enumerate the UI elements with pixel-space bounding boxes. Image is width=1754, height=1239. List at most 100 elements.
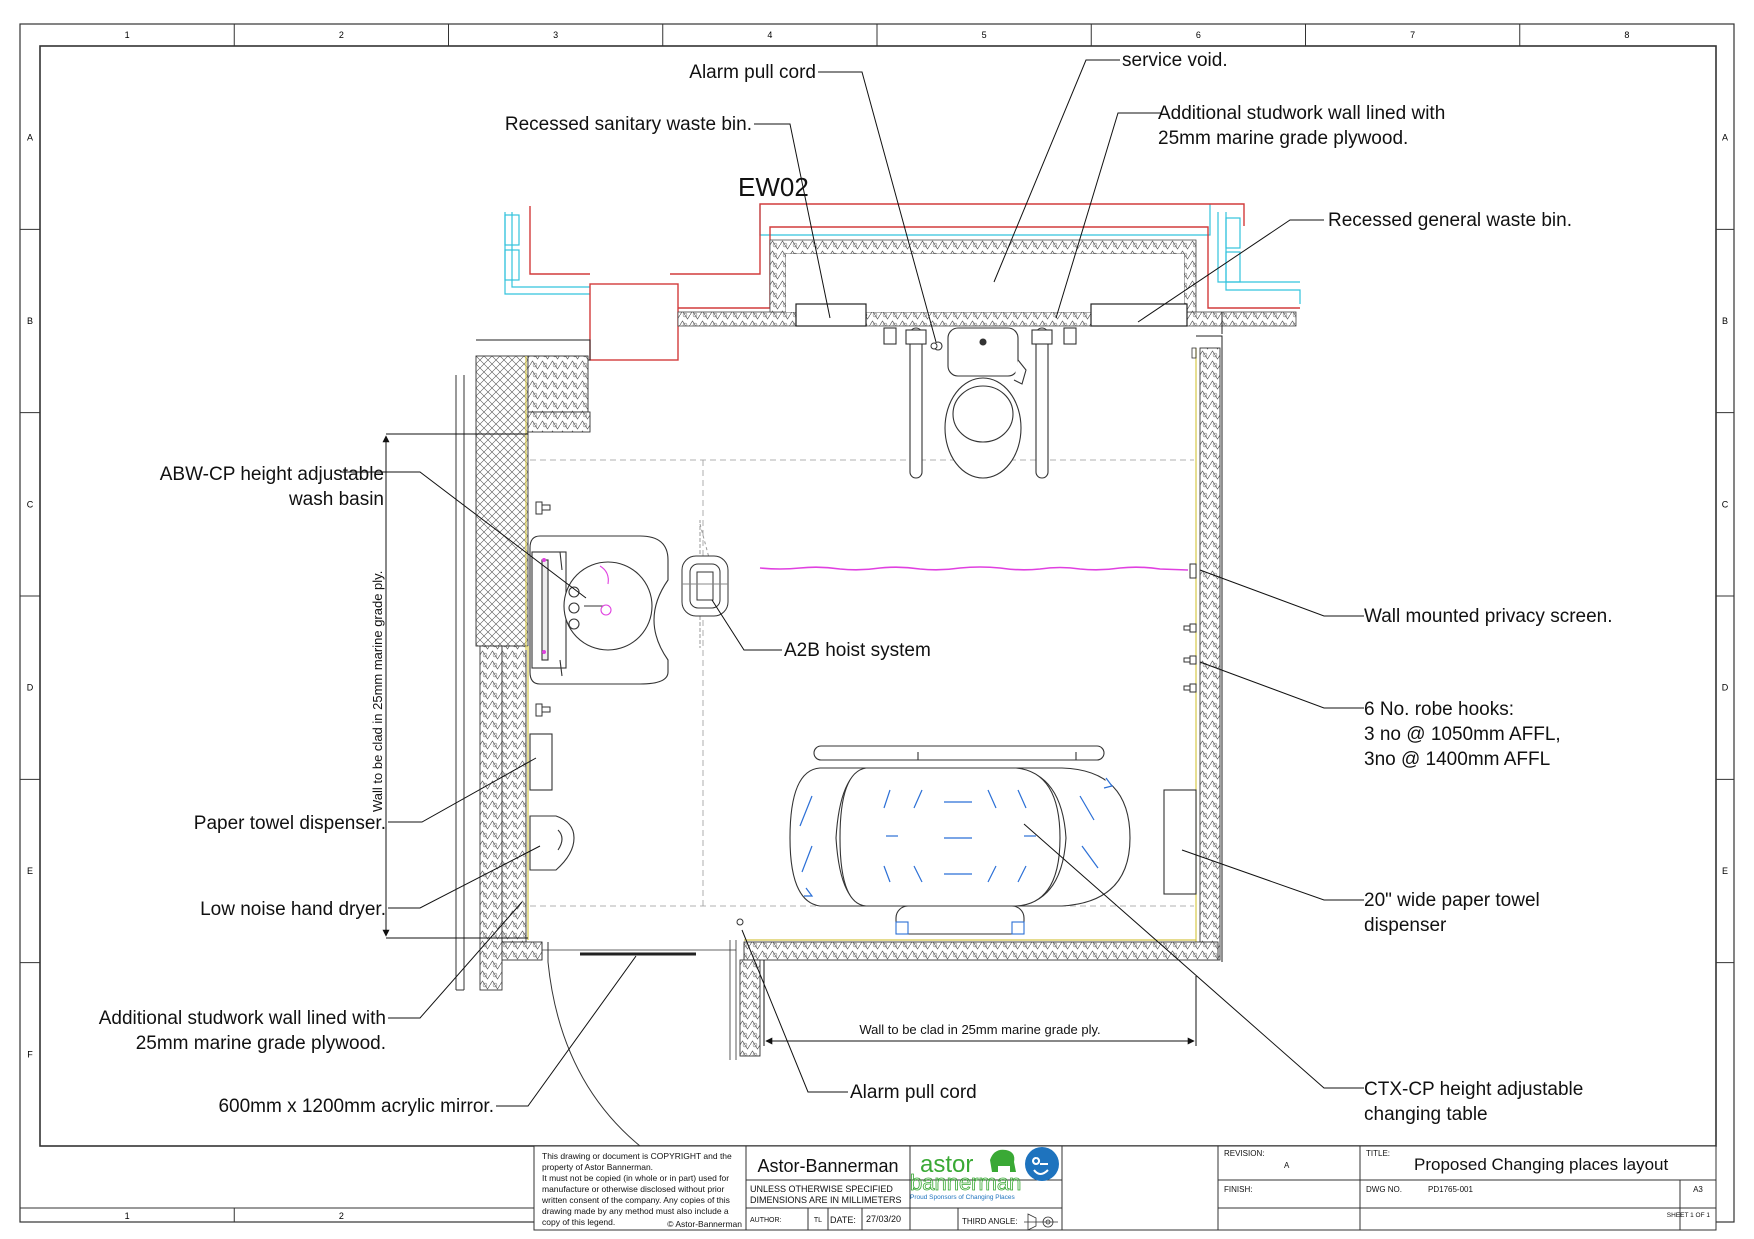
company-name: Astor-Bannerman: [757, 1156, 898, 1176]
copyright-line-2: property of Astor Bannerman.: [542, 1162, 653, 1172]
row-label-right-B: B: [1722, 316, 1728, 326]
label-alarm-pull-cord-top: Alarm pull cord: [689, 62, 816, 83]
copyright-mark: © Astor-Bannerman: [667, 1219, 742, 1229]
label-studwork-top-line1: Additional studwork wall lined with: [1158, 103, 1445, 124]
column-label-6: 6: [1196, 30, 1201, 40]
general-waste-bin: [1090, 303, 1188, 327]
row-label-right-D: D: [1722, 683, 1729, 693]
label-studwork-top-line2: 25mm marine grade plywood.: [1158, 128, 1408, 149]
bottom-wall: [729, 939, 1219, 1060]
entrance-door: [541, 942, 736, 1147]
label-privacy-screen: Wall mounted privacy screen.: [1364, 606, 1613, 627]
wash-basin: [529, 535, 669, 685]
leader-lines: [340, 59, 1364, 1107]
wc-pan: [944, 327, 1027, 479]
label-studwork-left-line1: Additional studwork wall lined with: [99, 1008, 386, 1029]
label-alarm-pull-cord-bottom: Alarm pull cord: [850, 1082, 977, 1103]
finish-label: FINISH:: [1224, 1185, 1252, 1194]
left-wall-additional-studwork: [501, 645, 527, 943]
author-value: TL: [814, 1217, 822, 1224]
label-robe-hooks-line1: 6 No. robe hooks:: [1364, 699, 1514, 720]
copyright-line-7: copy of this legend.: [542, 1217, 615, 1227]
logo-word-bannerman: bannerman: [910, 1170, 1021, 1195]
third-angle-projection-icon: [1024, 1213, 1058, 1231]
label-changing-table-line1: CTX-CP height adjustable: [1364, 1079, 1583, 1100]
label-wash-basin-line2: wash basin: [288, 489, 384, 510]
robe-hooks: [1183, 623, 1197, 693]
dimension-vertical: [382, 433, 528, 939]
copyright-line-5: written consent of the company. Any copi…: [541, 1195, 730, 1205]
row-label-left-D: D: [27, 683, 34, 693]
privacy-screen: [759, 566, 1189, 571]
a2b-hoist: [681, 520, 729, 648]
changing-table: [789, 745, 1131, 935]
column-label-5: 5: [982, 30, 987, 40]
row-label-right-E: E: [1722, 866, 1728, 876]
elephant-icon: [990, 1149, 1016, 1172]
row-grid: A A B B C C D D E E F: [20, 133, 1734, 1059]
label-hoist: A2B hoist system: [784, 640, 931, 661]
copyright-line-3: It must not be copied (in whole or in pa…: [542, 1173, 729, 1183]
label-robe-hooks-line3: 3no @ 1400mm AFFL: [1364, 749, 1550, 770]
wall-clad-horizontal-label: Wall to be clad in 25mm marine grade ply…: [859, 1022, 1100, 1037]
sheet-size: A3: [1693, 1185, 1703, 1194]
dwg-no-value: PD1765-001: [1428, 1185, 1473, 1194]
alarm-pull-cord-bottom-point: [736, 918, 744, 926]
label-paper-towel-dispenser: Paper towel dispenser.: [194, 813, 386, 834]
dimensions-note-2: DIMENSIONS ARE IN MILLIMETERS: [750, 1195, 902, 1205]
column-label-bottom-2: 2: [339, 1211, 344, 1221]
door-jamb-right: [739, 959, 761, 1057]
wall-fixtures-left: [535, 501, 551, 717]
title-label: TITLE:: [1366, 1149, 1390, 1158]
logo-word-astor: astor: [920, 1151, 973, 1178]
row-label-left-A: A: [27, 133, 33, 143]
label-wash-basin-line1: ABW-CP height adjustable: [160, 464, 384, 485]
row-label-left-E: E: [27, 866, 33, 876]
label-service-void: service void.: [1122, 50, 1228, 71]
label-towel-20in-line2: dispenser: [1364, 915, 1447, 936]
row-label-right-C: C: [1722, 499, 1729, 509]
left-wall-studwork-upper: [475, 355, 529, 647]
sanitary-waste-bin: [795, 303, 867, 327]
column-label-2: 2: [339, 30, 344, 40]
label-studwork-left-line2: 25mm marine grade plywood.: [136, 1033, 386, 1054]
column-label-7: 7: [1410, 30, 1415, 40]
row-label-left-B: B: [27, 316, 33, 326]
drawing-title: Proposed Changing places layout: [1414, 1155, 1669, 1174]
wall-red-lines: [529, 203, 1300, 361]
dwg-no-label: DWG NO.: [1366, 1185, 1402, 1194]
column-label-8: 8: [1624, 30, 1629, 40]
label-robe-hooks-line2: 3 no @ 1050mm AFFL,: [1364, 724, 1561, 745]
label-hand-dryer: Low noise hand dryer.: [200, 899, 386, 920]
service-void: [786, 254, 1184, 312]
title-block: This drawing or document is COPYRIGHT an…: [533, 1145, 1717, 1231]
copyright-line-6: drawing made by any method must also inc…: [542, 1206, 729, 1216]
author-label: AUTHOR:: [750, 1217, 782, 1224]
revision-value: A: [1284, 1161, 1290, 1170]
grab-rails: [883, 327, 1077, 479]
paper-towel-dispenser: [529, 733, 553, 791]
date-value: 27/03/20: [866, 1214, 901, 1224]
label-sanitary-waste-bin: Recessed sanitary waste bin.: [505, 114, 752, 135]
elevation-tag: EW02: [738, 172, 809, 202]
exterior-wall-top: [504, 203, 1301, 361]
label-towel-20in-line1: 20" wide paper towel: [1364, 890, 1540, 911]
column-label-1: 1: [125, 30, 130, 40]
sheet-number: SHEET 1 OF 1: [1667, 1212, 1711, 1219]
towel-dispenser-20in: [1163, 789, 1197, 895]
row-label-left-C: C: [27, 499, 34, 509]
privacy-screen-bracket: [1189, 563, 1197, 579]
copyright-line-1: This drawing or document is COPYRIGHT an…: [542, 1151, 732, 1161]
callout-labels: Alarm pull cord service void. Recessed s…: [99, 50, 1613, 1125]
label-general-waste-bin: Recessed general waste bin.: [1328, 210, 1572, 231]
column-label-3: 3: [553, 30, 558, 40]
row-label-right-A: A: [1722, 133, 1728, 143]
right-wall-lining: [1199, 347, 1221, 961]
column-label-bottom-1: 1: [125, 1211, 130, 1221]
alarm-pull-cord-top-point: [930, 342, 938, 350]
row-label-left-F: F: [27, 1049, 33, 1059]
top-wall-lining: [677, 311, 1297, 327]
